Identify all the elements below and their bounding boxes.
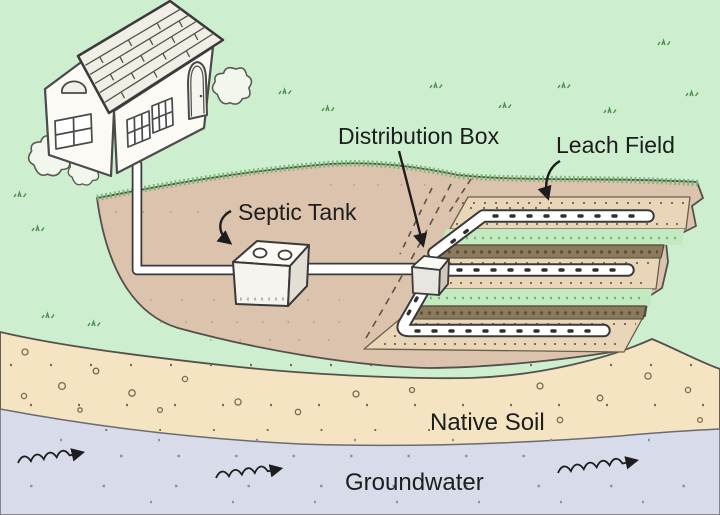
row-texture <box>412 236 676 315</box>
gable-vent <box>61 80 87 94</box>
flow-arrow-icon <box>215 464 284 479</box>
distribution-box-front <box>411 266 441 296</box>
roof <box>76 0 225 115</box>
distribution-box-side <box>438 258 450 296</box>
label-groundwater: Groundwater <box>345 469 484 496</box>
door-knob <box>199 94 203 98</box>
leach-field-arrow-icon <box>537 159 561 201</box>
door <box>187 61 208 120</box>
label-septic-tank: Septic Tank <box>238 199 357 225</box>
roof-shingles <box>85 8 214 103</box>
septic-tank <box>232 240 310 307</box>
gable-window <box>54 113 93 150</box>
label-distribution-box: Distribution Box <box>338 123 500 149</box>
groundwater-band <box>0 408 720 515</box>
house <box>27 0 253 186</box>
pipes <box>131 158 655 338</box>
front-window <box>151 97 174 134</box>
pipe-perforations <box>405 214 646 333</box>
groundwater-shape <box>0 408 720 515</box>
leach-trench-dark <box>433 244 665 259</box>
tank-side <box>287 244 310 307</box>
callout-arrows <box>216 150 561 248</box>
distribution-box <box>411 255 450 296</box>
distribution-box-arrow-icon <box>397 150 428 248</box>
label-native-soil: Native Soil <box>430 409 545 436</box>
native-soil-texture <box>10 348 710 431</box>
tank-manhole <box>277 249 293 261</box>
grass-fringe <box>96 160 699 202</box>
flow-arrow-icon <box>557 456 639 474</box>
front-window <box>126 110 151 148</box>
grass-strip <box>412 289 652 306</box>
labels: Distribution Box Septic Tank Leach Field… <box>238 123 675 496</box>
septic-tank-arrow-icon <box>216 209 233 245</box>
flow-arrow-icon <box>17 448 86 464</box>
tank-manhole <box>252 247 268 259</box>
label-leach-field: Leach Field <box>556 132 675 158</box>
groundwater-flow-arrows <box>17 448 639 479</box>
